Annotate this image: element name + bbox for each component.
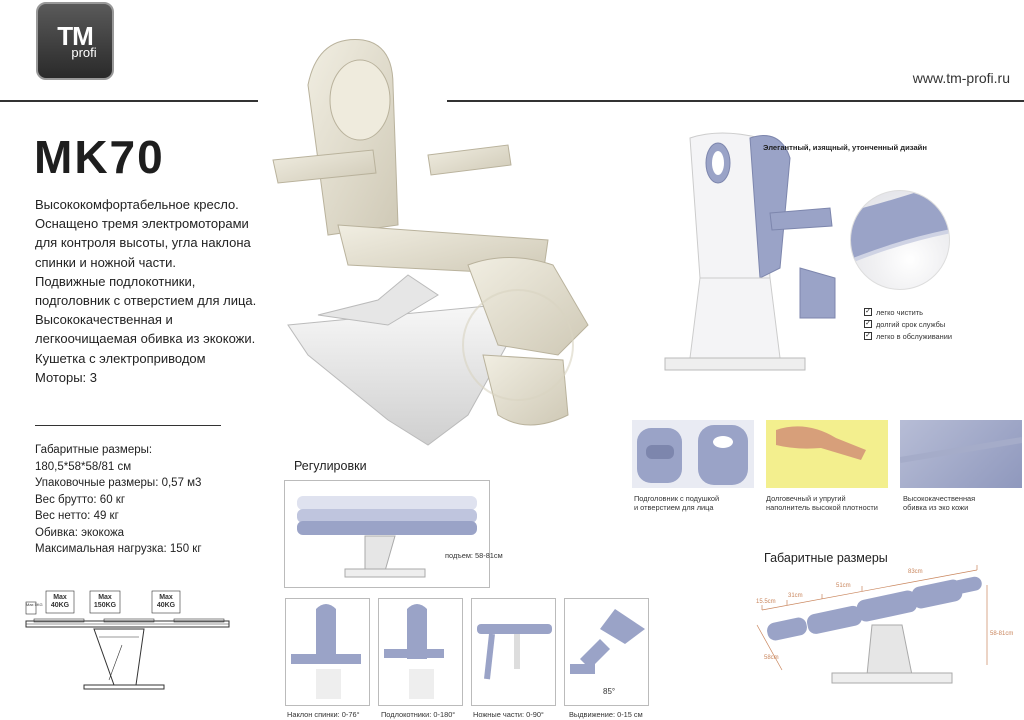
adjust-caption: Ножные части: 0-90°	[473, 710, 544, 719]
brand-logo: TM profi	[36, 2, 114, 80]
dimensions-diagram: 15.5cm 31cm 51cm 83cm 58cm 58-81cm	[752, 565, 1014, 705]
spec-line: Максимальная нагрузка: 150 кг	[35, 543, 202, 555]
spec-divider	[35, 425, 221, 426]
load-label: Max 40KG	[50, 594, 70, 609]
description-line: для контроля высоты, угла наклона	[35, 235, 251, 251]
description-line: Высококачественная и	[35, 312, 173, 328]
adjust-caption: Подлокотники: 0-180°	[381, 710, 456, 719]
load-label: Max 5KG	[26, 602, 43, 607]
dimension-label: 58-81cm	[990, 631, 1014, 637]
caption-line: и отверстием для лица	[634, 503, 714, 512]
adjust-image-extend: 85°	[564, 598, 649, 706]
header-rule-left	[0, 100, 258, 102]
checkbox-icon: ✓	[864, 332, 872, 340]
adjust-image-legs	[471, 598, 556, 706]
caption-line: Высококачественная	[903, 494, 976, 503]
dimension-label: 83cm	[908, 569, 923, 575]
dimension-label: 51cm	[836, 583, 851, 589]
caption-line: наполнитель высокой плотности	[766, 503, 878, 512]
logo-text-top: TM	[57, 20, 94, 51]
spec-line: Вес брутто: 60 кг	[35, 493, 126, 506]
material-zoom-circle	[850, 190, 950, 290]
adjust-caption: Выдвижение: 0-15 см	[569, 710, 643, 719]
feature-label: легко в обслуживании	[876, 331, 952, 341]
spec-line: Габаритные размеры:	[35, 444, 153, 456]
adjust-image-back	[285, 598, 370, 706]
detail-caption: Подголовник с подушкой и отверстием для …	[634, 494, 719, 512]
adjust-image-armrest	[378, 598, 463, 706]
feature-item: ✓ легко в обслуживании	[864, 330, 974, 342]
feature-item: ✓ долгий срок службы	[864, 318, 974, 330]
spec-line: Обивка: экокожа	[35, 526, 125, 539]
description-line: Моторы: 3	[35, 369, 97, 385]
feature-list: ✓ легко чистить ✓ долгий срок службы ✓ л…	[864, 306, 974, 342]
adjustments-heading: Регулировки	[294, 459, 367, 473]
extend-angle-label: 85°	[603, 687, 616, 696]
description-line: легкоочищаемая обивка из экокожи.	[35, 331, 256, 347]
product-description: Высококомфортабельное кресло. Оснащено т…	[35, 195, 260, 387]
spec-line: Упаковочные размеры: 0,57 м3	[35, 477, 202, 489]
description-line: спинки и ножной части.	[35, 254, 176, 270]
product-title: MK70	[34, 131, 165, 183]
product-specs: Габаритные размеры: 180,5*58*58/81 см Уп…	[35, 442, 265, 558]
caption-line: Подголовник с подушкой	[634, 494, 720, 503]
dimension-label: 31cm	[788, 593, 803, 599]
foam-photo	[766, 420, 888, 488]
main-chair-image	[268, 25, 608, 455]
logo-text-bottom: profi	[71, 44, 97, 60]
feature-item: ✓ легко чистить	[864, 306, 974, 318]
feature-label: долгий срок службы	[876, 319, 946, 329]
dimension-label: 15.5cm	[756, 599, 776, 605]
checkbox-icon: ✓	[864, 320, 872, 328]
description-line: Подвижные подлокотники,	[35, 273, 196, 289]
spec-line: 180,5*58*58/81 см	[35, 460, 132, 473]
load-label: Max 150KG	[93, 594, 117, 609]
detail-caption: Высококачественная обивка из эко кожи	[903, 494, 975, 512]
load-diagram: Max 5KG Max 40KG Max 150KG Max 40KG	[24, 585, 234, 695]
checkbox-icon: ✓	[864, 308, 872, 316]
feature-label: легко чистить	[876, 307, 924, 317]
caption-line: обивка из эко кожи	[903, 503, 969, 512]
detail-caption: Долговечный и упругий наполнитель высоко…	[766, 494, 878, 512]
dimension-label: 58cm	[764, 655, 779, 661]
adjust-caption: Наклон спинки: 0-76°	[287, 710, 360, 719]
description-line: подголовник с отверстием для лица.	[35, 293, 257, 309]
lift-adjust-image: подъем: 58-81см	[284, 480, 503, 588]
spec-line: Вес нетто: 49 кг	[35, 510, 119, 522]
lift-label: подъем: 58-81см	[445, 551, 503, 560]
description-line: Кушетка с электроприводом	[35, 350, 206, 366]
leather-photo	[900, 420, 1022, 488]
load-label: Max 40KG	[156, 594, 176, 609]
website-url[interactable]: www.tm-profi.ru	[912, 70, 1010, 86]
header-rule-right	[447, 100, 1024, 102]
description-line: Оснащено тремя электромоторами	[35, 216, 249, 232]
description-line: Высококомфортабельное кресло.	[35, 197, 239, 212]
headrest-photo	[632, 420, 754, 488]
back-view-image	[660, 128, 840, 378]
design-heading: Элегантный, изящный, утонченный дизайн	[763, 143, 927, 152]
dimensions-heading: Габаритные размеры	[764, 551, 888, 565]
caption-line: Долговечный и упругий	[766, 494, 846, 503]
